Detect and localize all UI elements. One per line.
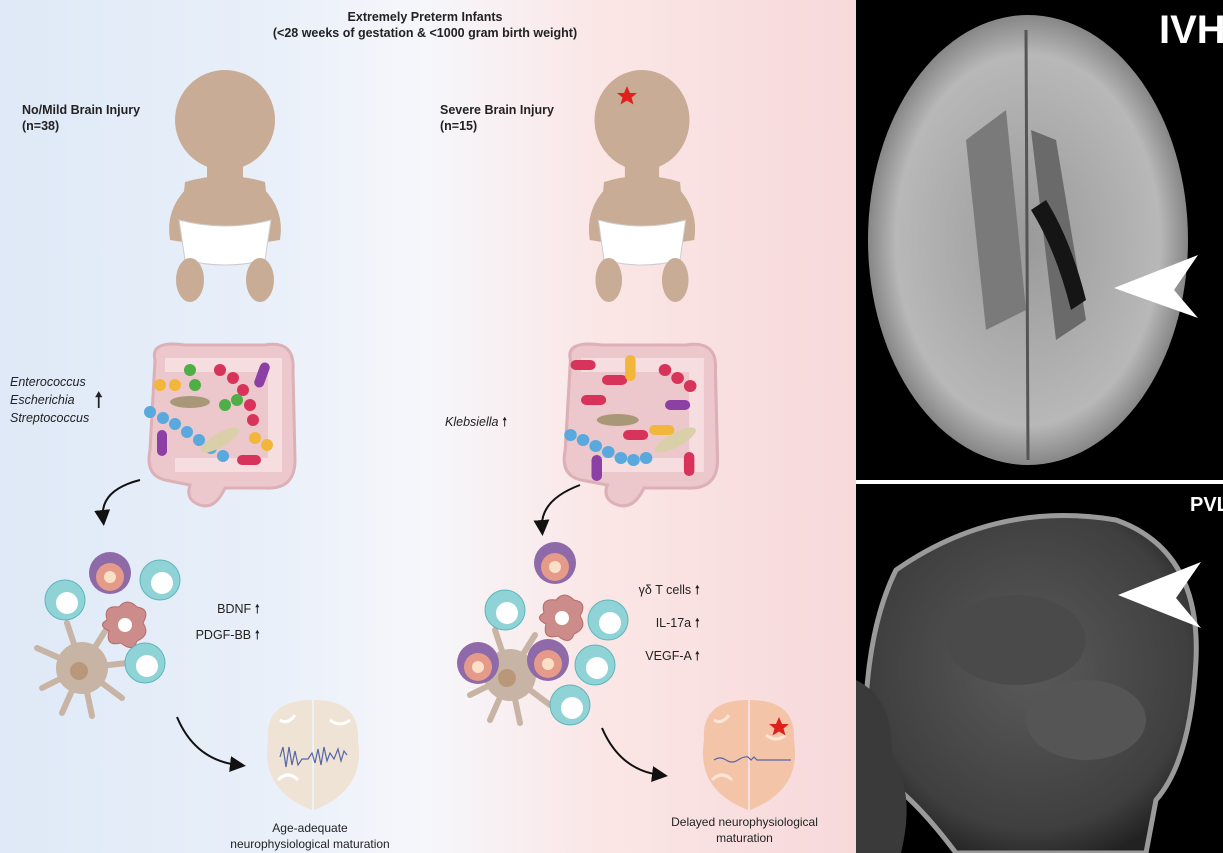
- bacteria-name: Klebsiella: [445, 415, 499, 429]
- gut-microbiome-severe: [564, 344, 717, 506]
- mri-sagittal-pvl: [856, 513, 1199, 853]
- bacteria-list-mild: Enterococcus Escherichia Streptococcus: [10, 373, 89, 427]
- arrow-gut-to-immune-mild: [94, 479, 141, 526]
- bacteria-name: Streptococcus: [10, 411, 90, 425]
- mri-axial-ivh: [868, 15, 1188, 465]
- brain-illustration-severe: [702, 700, 796, 810]
- group-label-mild: No/Mild Brain Injury (n=38): [22, 102, 140, 134]
- bacteria-name: Enterococcus: [10, 375, 86, 389]
- marker-label: BDNF: [217, 602, 252, 616]
- mri-label-ivh: IVH: [1159, 8, 1223, 52]
- immune-cells-mild: [37, 552, 181, 716]
- outcome-line: maturation: [716, 831, 773, 845]
- arrow-up-icon: 🠕: [694, 649, 700, 663]
- arrowhead-marker-icon: [1114, 255, 1198, 318]
- arrow-up-icon: 🠕: [694, 583, 700, 597]
- bacteria-list-severe: Klebsiella 🠕: [445, 414, 507, 430]
- bacteria-name: Escherichia: [10, 393, 75, 407]
- illustration-layer: [0, 69, 796, 810]
- outcome-line: Delayed neurophysiological: [671, 815, 818, 829]
- brain-illustration-mild: [266, 700, 360, 810]
- arrow-gut-to-immune-severe: [533, 484, 581, 536]
- outcome-line: neurophysiological maturation: [230, 837, 390, 851]
- arrow-immune-to-brain-severe: [601, 727, 668, 782]
- eeg-wave-flat: [713, 756, 791, 763]
- group-label-severe: Severe Brain Injury (n=15): [440, 102, 554, 134]
- arrow-up-icon: 🠕: [694, 616, 700, 630]
- arrow-up-icon: 🠕: [254, 602, 260, 616]
- marker-label: IL-17a: [655, 616, 692, 630]
- mri-label-pvl: PVL: [1190, 494, 1223, 516]
- injury-star-icon: [617, 86, 637, 105]
- outcome-severe: Delayed neurophysiological maturation: [632, 814, 857, 846]
- arrow-up-icon: 🠕: [502, 415, 508, 429]
- group-name: No/Mild Brain Injury: [22, 103, 141, 117]
- arrow-up-icon: 🠕: [94, 387, 104, 412]
- baby-illustration-severe: [588, 69, 696, 303]
- mri-images: [856, 15, 1223, 853]
- title-line-1: Extremely Preterm Infants: [347, 10, 503, 24]
- gut-microbiome-mild: [144, 344, 295, 506]
- image-divider: [856, 480, 1223, 484]
- marker-label: VEGF-A: [645, 649, 692, 663]
- group-count: (n=15): [440, 119, 478, 133]
- arrow-immune-to-brain-mild: [176, 716, 246, 773]
- outcome-line: Age-adequate: [272, 821, 348, 835]
- eeg-wave-normal: [279, 746, 348, 768]
- mri-panel: IVH PVL: [856, 0, 1223, 853]
- arrow-up-icon: 🠕: [254, 628, 260, 642]
- marker-label: γδ T cells: [638, 583, 692, 597]
- graphical-abstract-panel: Extremely Preterm Infants (<28 weeks of …: [0, 0, 856, 853]
- injury-star-icon: [769, 717, 789, 736]
- baby-illustration-mild: [168, 69, 282, 303]
- arrowhead-marker-icon: [1118, 562, 1201, 628]
- outcome-mild: Age-adequate neurophysiological maturati…: [195, 820, 425, 852]
- markers-mild: BDNF 🠕 PDGF-BB 🠕: [170, 596, 260, 648]
- group-count: (n=38): [22, 119, 60, 133]
- figure-title: Extremely Preterm Infants (<28 weeks of …: [200, 9, 650, 41]
- title-line-2: (<28 weeks of gestation & <1000 gram bir…: [272, 26, 578, 40]
- group-name: Severe Brain Injury: [440, 103, 554, 117]
- marker-label: PDGF-BB: [195, 628, 252, 642]
- markers-severe: γδ T cells 🠕 IL-17a 🠕 VEGF-A 🠕: [600, 574, 700, 673]
